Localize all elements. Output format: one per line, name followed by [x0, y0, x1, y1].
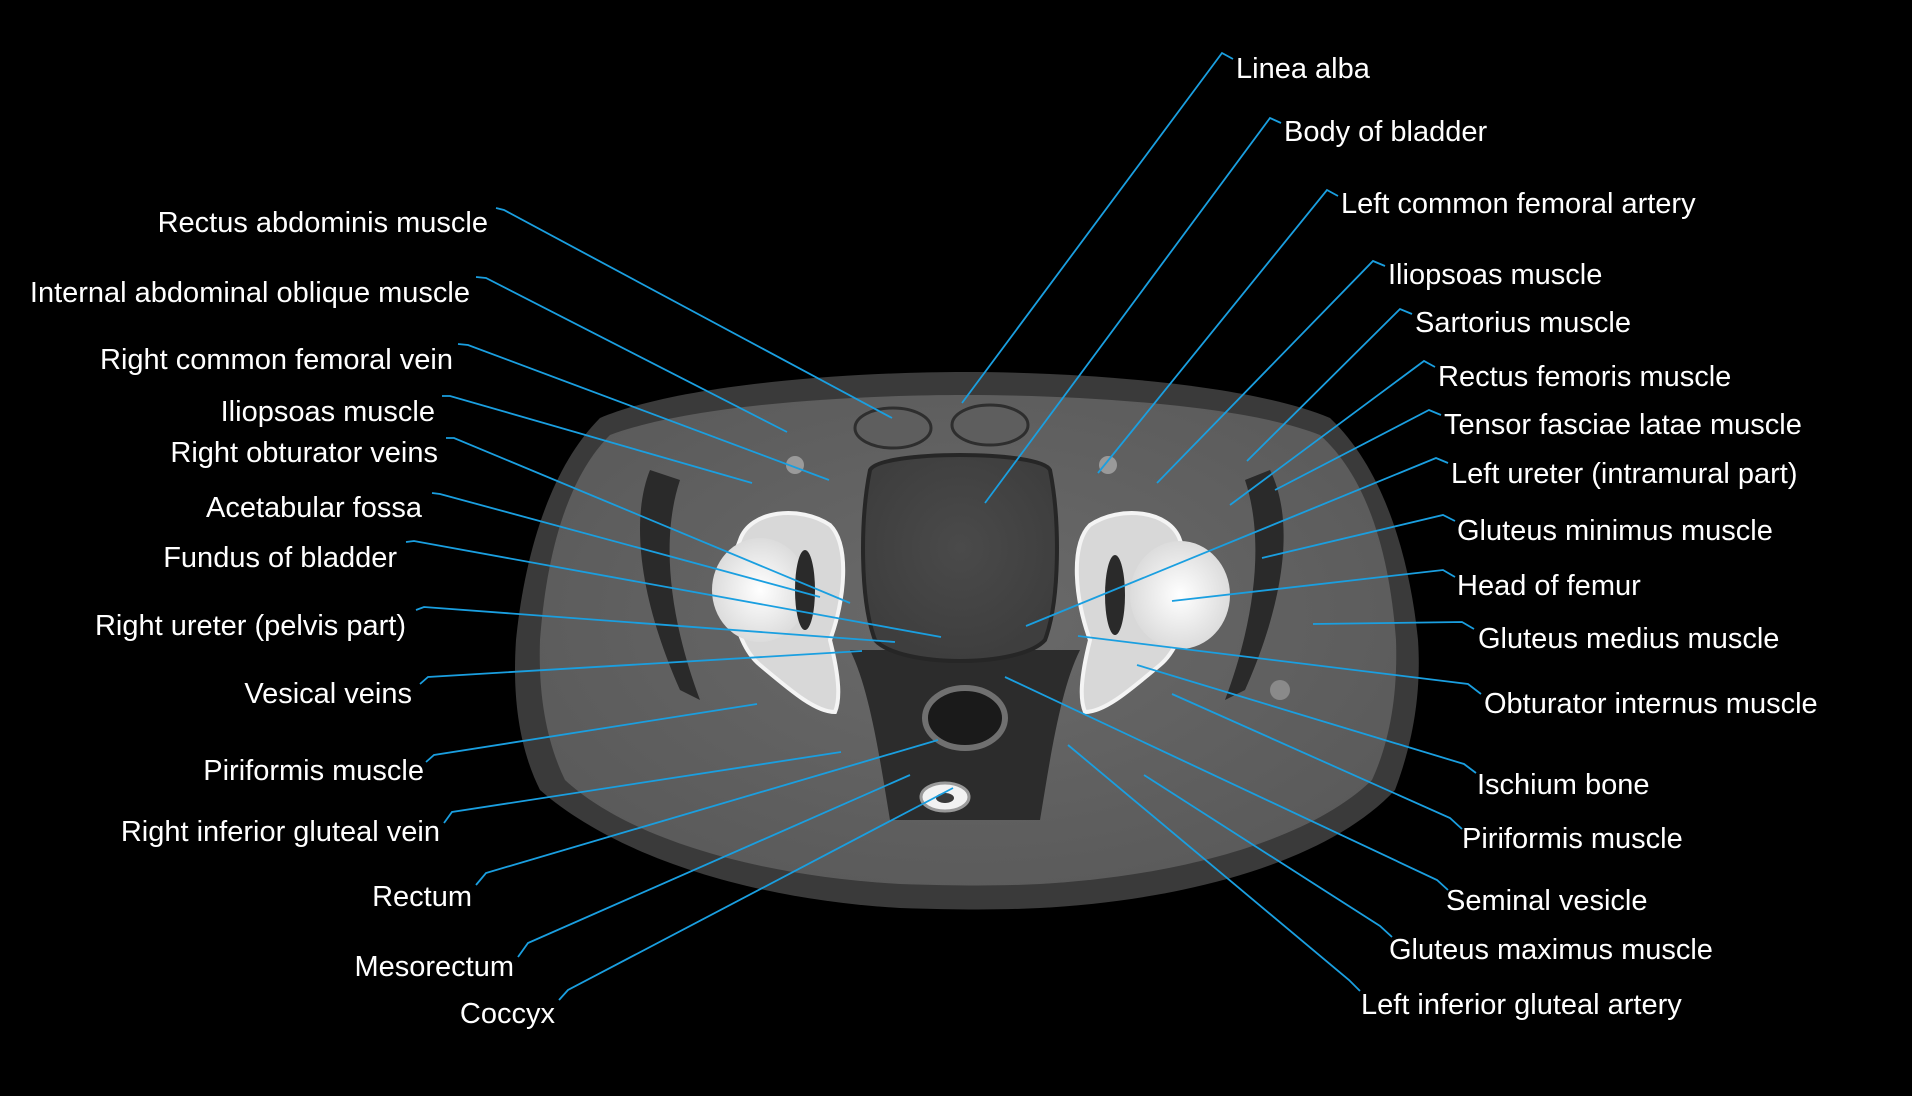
leader-vesical-veins — [419, 650, 863, 685]
label-piriformis-muscle-right: Piriformis muscle — [203, 755, 424, 787]
label-iliopsoas-muscle-left: Iliopsoas muscle — [1388, 259, 1602, 291]
leader-mesorectum — [517, 774, 911, 958]
fat-septa-left — [1225, 470, 1284, 700]
leader-right-inferior-gluteal-vein — [443, 751, 842, 824]
leader-seminal-vesicle — [1004, 676, 1449, 891]
leader-iliopsoas-muscle-right — [442, 395, 753, 484]
leader-left-inferior-gluteal-artery — [1067, 744, 1361, 992]
right-acetabular-fossa-gap — [795, 550, 815, 630]
left-femoral-head — [1130, 541, 1230, 649]
label-obturator-internus-muscle: Obturator internus muscle — [1484, 688, 1818, 720]
label-right-obturator-veins: Right obturator veins — [170, 437, 438, 469]
leader-iliopsoas-muscle-left — [1156, 259, 1386, 484]
label-internal-abdominal-oblique-muscle: Internal abdominal oblique muscle — [30, 277, 470, 309]
leader-gluteus-minimus-muscle — [1261, 514, 1456, 559]
left-gluteal-vessel — [1270, 680, 1290, 700]
leader-right-common-femoral-vein — [457, 343, 830, 481]
rectus-abdominis-shape-left — [950, 403, 1030, 447]
leader-internal-abdominal-oblique-muscle — [475, 276, 788, 433]
label-head-of-femur: Head of femur — [1457, 570, 1641, 602]
leader-piriformis-muscle-right — [425, 703, 758, 763]
leader-sartorius-muscle — [1246, 307, 1413, 462]
label-seminal-vesicle: Seminal vesicle — [1446, 885, 1647, 917]
label-tensor-fasciae-latae-muscle: Tensor fasciae latae muscle — [1444, 409, 1802, 441]
leader-left-common-femoral-artery — [1097, 188, 1339, 474]
leader-rectum — [475, 739, 939, 886]
leader-body-of-bladder — [984, 116, 1282, 504]
label-linea-alba: Linea alba — [1236, 53, 1371, 85]
leader-rectus-femoris-muscle — [1229, 359, 1436, 506]
label-sartorius-muscle: Sartorius muscle — [1415, 307, 1631, 339]
label-left-inferior-gluteal-artery: Left inferior gluteal artery — [1361, 989, 1682, 1021]
leader-gluteus-maximus-muscle — [1143, 774, 1393, 938]
label-right-ureter-pelvis-part: Right ureter (pelvis part) — [95, 610, 406, 642]
label-rectus-femoris-muscle: Rectus femoris muscle — [1438, 361, 1731, 393]
leader-rectus-abdominis-muscle — [495, 207, 893, 419]
right-femoral-head — [712, 538, 808, 642]
label-vesical-veins: Vesical veins — [244, 678, 412, 710]
label-coccyx: Coccyx — [460, 998, 556, 1030]
label-acetabular-fossa: Acetabular fossa — [206, 492, 423, 524]
leader-acetabular-fossa — [431, 492, 821, 598]
leader-right-obturator-veins — [446, 437, 851, 604]
leader-left-ureter-intramural-part — [1025, 457, 1449, 627]
left-femoral-vessel — [1099, 456, 1117, 474]
label-fundus-of-bladder: Fundus of bladder — [163, 542, 397, 574]
label-mesorectum: Mesorectum — [354, 951, 514, 983]
leader-coccyx — [558, 787, 954, 1001]
leader-piriformis-muscle-left — [1171, 693, 1463, 830]
leader-linea-alba — [961, 51, 1234, 404]
leader-gluteus-medius-muscle — [1312, 621, 1475, 630]
leader-head-of-femur — [1171, 569, 1456, 602]
left-acetabular-fossa-gap — [1105, 555, 1125, 635]
leader-tensor-fasciae-latae-muscle — [1274, 409, 1442, 491]
label-piriformis-muscle-left: Piriformis muscle — [1462, 823, 1683, 855]
leader-obturator-internus-muscle — [1077, 635, 1482, 695]
label-gluteus-minimus-muscle: Gluteus minimus muscle — [1457, 515, 1773, 547]
label-rectum: Rectum — [372, 881, 472, 913]
label-gluteus-medius-muscle: Gluteus medius muscle — [1478, 623, 1779, 655]
label-iliopsoas-muscle-right: Iliopsoas muscle — [221, 396, 435, 428]
rectum-shape — [922, 685, 1008, 751]
leader-lines — [405, 51, 1482, 1001]
leader-right-ureter-pelvis-part — [415, 606, 896, 643]
label-rectus-abdominis-muscle: Rectus abdominis muscle — [158, 207, 488, 239]
label-ischium-bone: Ischium bone — [1477, 769, 1650, 801]
label-right-common-femoral-vein: Right common femoral vein — [100, 344, 453, 376]
label-left-common-femoral-artery: Left common femoral artery — [1341, 188, 1696, 220]
label-left-ureter-intramural-part: Left ureter (intramural part) — [1451, 458, 1798, 490]
rectus-abdominis-shape — [853, 406, 933, 450]
leader-ischium-bone — [1136, 664, 1477, 774]
fat-septa-right — [640, 470, 700, 700]
bladder-shape — [861, 453, 1059, 663]
label-body-of-bladder: Body of bladder — [1284, 116, 1487, 148]
ct-scan-image — [515, 372, 1419, 910]
label-right-inferior-gluteal-vein: Right inferior gluteal vein — [121, 816, 440, 848]
leader-fundus-of-bladder — [405, 540, 942, 638]
label-gluteus-maximus-muscle: Gluteus maximus muscle — [1389, 934, 1713, 966]
